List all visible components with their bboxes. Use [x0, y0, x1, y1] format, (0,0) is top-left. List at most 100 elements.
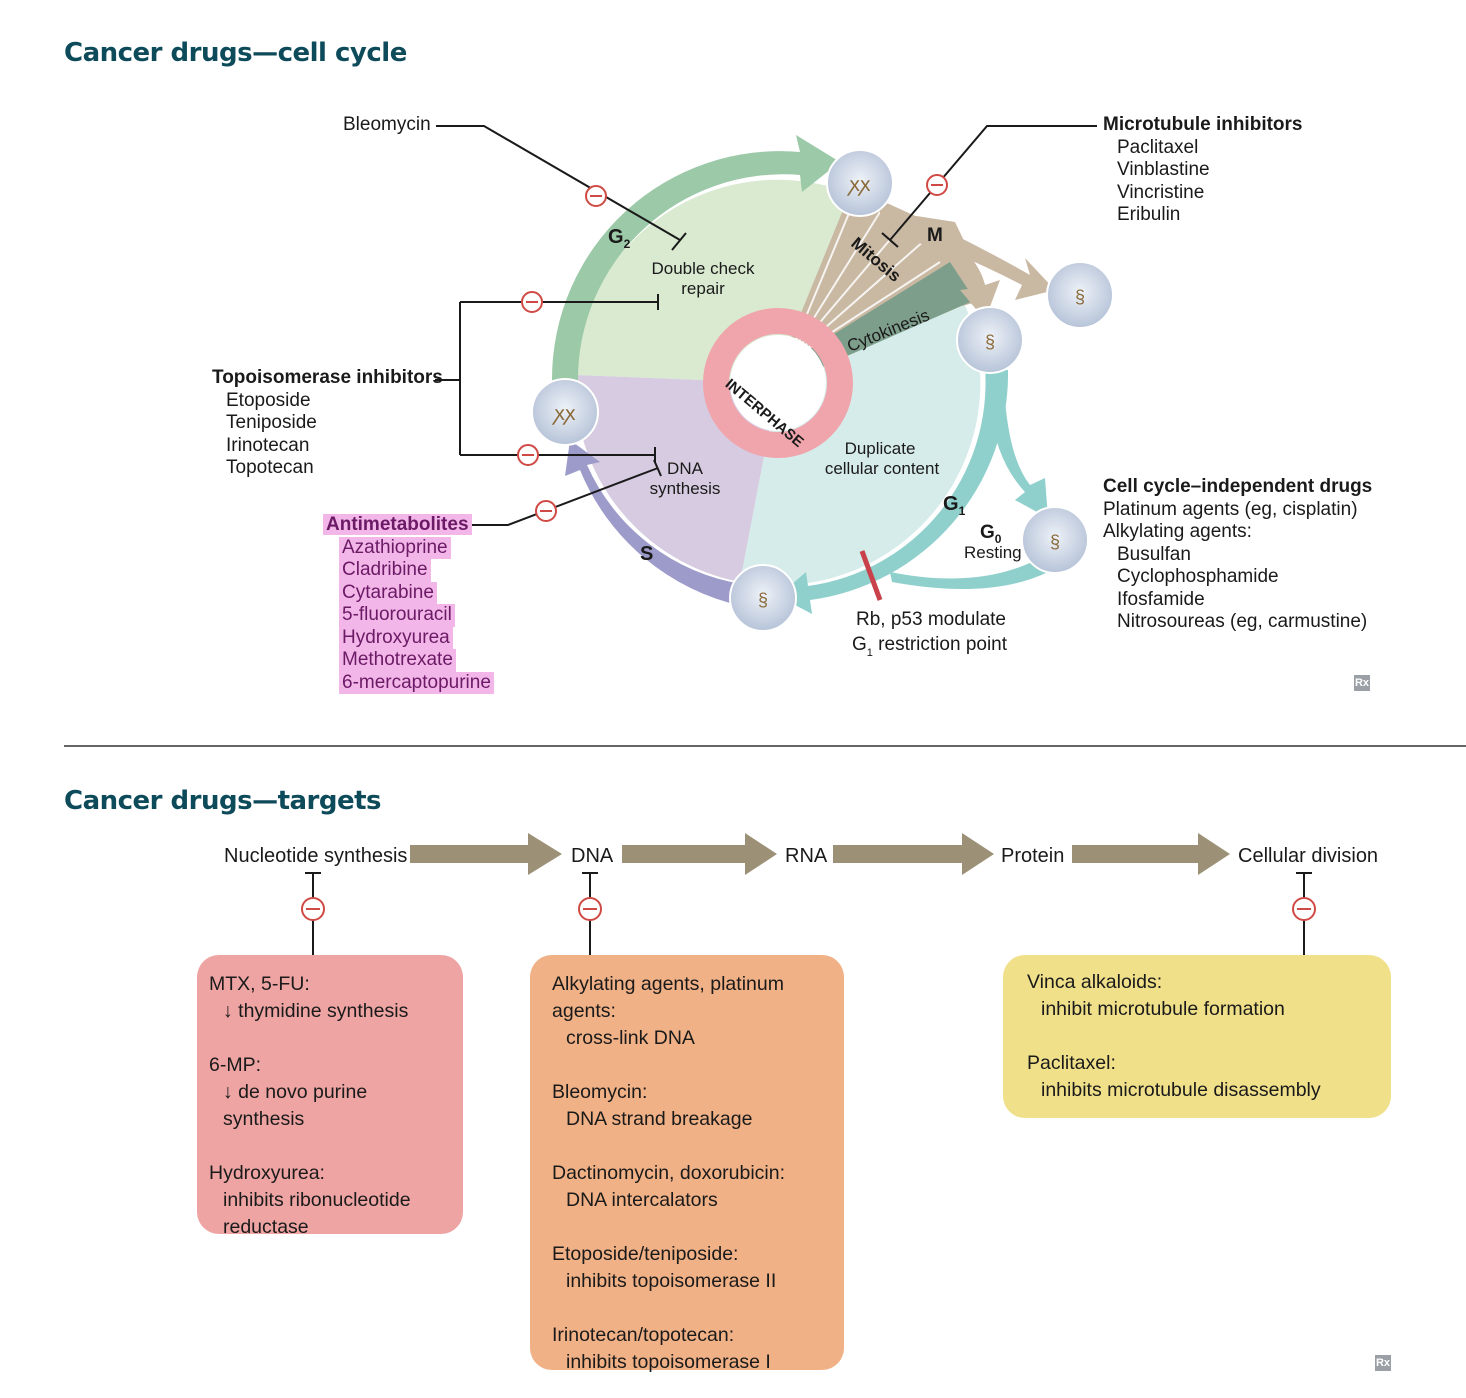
entry-label: Vinca alkaloids:: [1027, 971, 1163, 993]
antimetabolites-heading: Antimetabolites: [323, 514, 472, 535]
svg-text:§: §: [1075, 287, 1085, 307]
label-duplicate-2: cellular content: [825, 459, 940, 478]
mitosis-arrow-2: [910, 220, 1000, 320]
label-resting: Resting: [964, 543, 1022, 562]
label-s: S: [640, 543, 653, 565]
microtubule-line: [889, 125, 1097, 241]
topoisomerase-heading: Topoisomerase inhibitors: [212, 367, 443, 388]
entry-label: 6-MP:: [209, 1054, 262, 1076]
antimetabolite-line: [465, 467, 659, 526]
entry-desc: inhibits topoisomerase I: [566, 1351, 771, 1373]
g2-arrow: [551, 135, 840, 382]
cell-daughter-2: §: [956, 306, 1024, 374]
box-entry: MTX, 5-FU: ↓ thymidine synthesis: [209, 971, 451, 1025]
s-arrow: [565, 440, 742, 606]
svg-text:§: §: [985, 332, 995, 352]
cell-cycle-independent-list: Cell cycle–independent drugs Platinum ag…: [1103, 476, 1372, 634]
drug-item: Teniposide: [226, 412, 317, 433]
drug-item: Vinblastine: [1117, 159, 1210, 180]
restriction-point-bar: [859, 550, 883, 601]
cell-g2-m: ꭗꭗ: [826, 149, 894, 217]
drug-item: Hydroxyurea: [339, 626, 453, 649]
drug-item: Ifosfamide: [1117, 588, 1205, 610]
g1-arrow: [778, 368, 1009, 614]
label-restriction-2: G1 restriction point: [852, 634, 1008, 659]
drug-item: Azathioprine: [339, 536, 451, 559]
label-g2: G2: [608, 226, 631, 251]
flow-arrows: [410, 833, 1230, 875]
section-title-cell-cycle: Cancer drugs—cell cycle: [64, 38, 407, 68]
section-title-targets: Cancer drugs—targets: [64, 786, 382, 816]
microtubule-heading: Microtubule inhibitors: [1103, 114, 1303, 135]
cellular-division-box: Vinca alkaloids: inhibit microtubule for…: [1003, 955, 1391, 1118]
entry-desc: DNA strand breakage: [566, 1108, 753, 1130]
drug-item: Irinotecan: [226, 434, 310, 456]
label-duplicate-1: Duplicate: [845, 439, 916, 458]
box-entry: Hydroxyurea: inhibits ribonucleotide red…: [209, 1160, 451, 1241]
entry-label: MTX, 5-FU:: [209, 973, 310, 995]
entry-desc: inhibits topoisomerase II: [566, 1270, 777, 1292]
svg-text:ꭗꭗ: ꭗꭗ: [846, 174, 871, 196]
drug-item: Nitrosoureas (eg, carmustine): [1117, 611, 1368, 632]
drug-item: Busulfan: [1117, 543, 1191, 565]
box-entry: Bleomycin: DNA strand breakage: [552, 1079, 832, 1133]
box-entry: 6-MP: ↓ de novo purine synthesis: [209, 1052, 451, 1133]
entry-label: Alkylating agents, platinum agents:: [552, 973, 784, 1022]
entry-label: Etoposide/teniposide:: [552, 1243, 739, 1265]
drug-item: Cladribine: [339, 559, 431, 582]
entry-label: Hydroxyurea:: [209, 1162, 325, 1184]
entry-desc: inhibits microtubule disassembly: [1041, 1079, 1321, 1101]
independent-line-2: Alkylating agents:: [1103, 521, 1252, 542]
svg-text:ꭗꭗ: ꭗꭗ: [551, 403, 576, 425]
drug-item: 5-fluorouracil: [339, 604, 455, 627]
entry-label: Irinotecan/topotecan:: [552, 1324, 735, 1346]
drug-item: Cyclophosphamide: [1117, 566, 1279, 587]
drug-item: Etoposide: [226, 389, 311, 411]
label-double-check-2: repair: [681, 279, 725, 298]
box-entry: Alkylating agents, platinum agents: cros…: [552, 971, 832, 1052]
label-dna-synthesis-2: synthesis: [650, 479, 721, 498]
entry-label: Paclitaxel:: [1027, 1052, 1116, 1074]
box-entry: Vinca alkaloids: inhibit microtubule for…: [1027, 969, 1379, 1023]
svg-text:§: §: [758, 590, 768, 610]
antimetabolites-list: Antimetabolites Azathioprine Cladribine …: [323, 514, 494, 694]
dna-box: Alkylating agents, platinum agents: cros…: [530, 955, 844, 1373]
label-g1: G1: [943, 493, 966, 518]
drug-item: Topotecan: [226, 457, 314, 478]
microtubule-inhibitors-list: Microtubule inhibitors Paclitaxel Vinbla…: [1103, 114, 1303, 227]
drug-item: Vincristine: [1117, 181, 1205, 203]
drug-item: Methotrexate: [339, 649, 456, 672]
nucleotide-synthesis-box: MTX, 5-FU: ↓ thymidine synthesis 6-MP: ↓…: [197, 955, 463, 1238]
entry-desc: ↓ de novo purine synthesis: [223, 1081, 368, 1130]
g0-branch-arrow: [990, 400, 1048, 518]
label-dna-synthesis-1: DNA: [667, 459, 704, 478]
rx-icon: Rx: [1375, 1355, 1391, 1371]
independent-line-1: Platinum agents (eg, cisplatin): [1103, 498, 1358, 520]
cell-g1-s: §: [729, 564, 797, 632]
g0-return-arrow: [890, 558, 1048, 590]
entry-desc: ↓ thymidine synthesis: [223, 1000, 409, 1022]
entry-label: Dactinomycin, doxorubicin:: [552, 1162, 786, 1184]
drug-item: Cytarabine: [339, 581, 437, 604]
box-entry: Irinotecan/topotecan: inhibits topoisome…: [552, 1322, 832, 1376]
label-restriction-1: Rb, p53 modulate: [856, 609, 1006, 630]
topoisomerase-inhibitors-list: Topoisomerase inhibitors Etoposide Tenip…: [212, 367, 443, 480]
interphase-ring: [703, 308, 853, 458]
flow-rna: RNA: [785, 845, 828, 867]
label-bleomycin: Bleomycin: [343, 114, 431, 135]
box-entry: Etoposide/teniposide: inhibits topoisome…: [552, 1241, 832, 1295]
cytokinesis-band: [805, 262, 975, 370]
drug-item: Eribulin: [1117, 204, 1181, 225]
rx-icon: Rx: [1354, 675, 1370, 691]
label-double-check-1: Double check: [651, 259, 755, 278]
box-entry: Dactinomycin, doxorubicin: DNA intercala…: [552, 1160, 832, 1214]
entry-label: Bleomycin:: [552, 1081, 648, 1103]
entry-desc: inhibits ribonucleotide reductase: [223, 1189, 411, 1238]
cell-daughter-1: §: [1046, 261, 1114, 329]
flow-cellular-division: Cellular division: [1238, 845, 1378, 867]
flow-protein: Protein: [1001, 845, 1064, 867]
cell-s-g2: ꭗꭗ: [531, 378, 599, 446]
independent-heading: Cell cycle–independent drugs: [1103, 476, 1373, 497]
entry-desc: cross-link DNA: [566, 1027, 695, 1049]
